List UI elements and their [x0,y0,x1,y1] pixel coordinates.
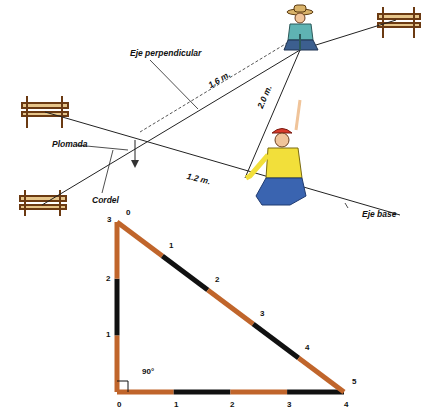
worker-figure [246,100,306,205]
right-angle-mark [117,381,128,392]
dimension-label: 1.2 m. [186,172,188,180]
dimension-label: 2.0 m. [256,106,264,109]
batter-board [20,190,66,216]
dimension-label: 1.6 m. [207,82,211,89]
leader-line [76,60,348,208]
cord [42,20,400,215]
plumb-bob [131,140,139,168]
worker-figure [284,5,318,50]
triangle-3-4-5 [117,222,344,392]
batter-board [378,7,420,38]
